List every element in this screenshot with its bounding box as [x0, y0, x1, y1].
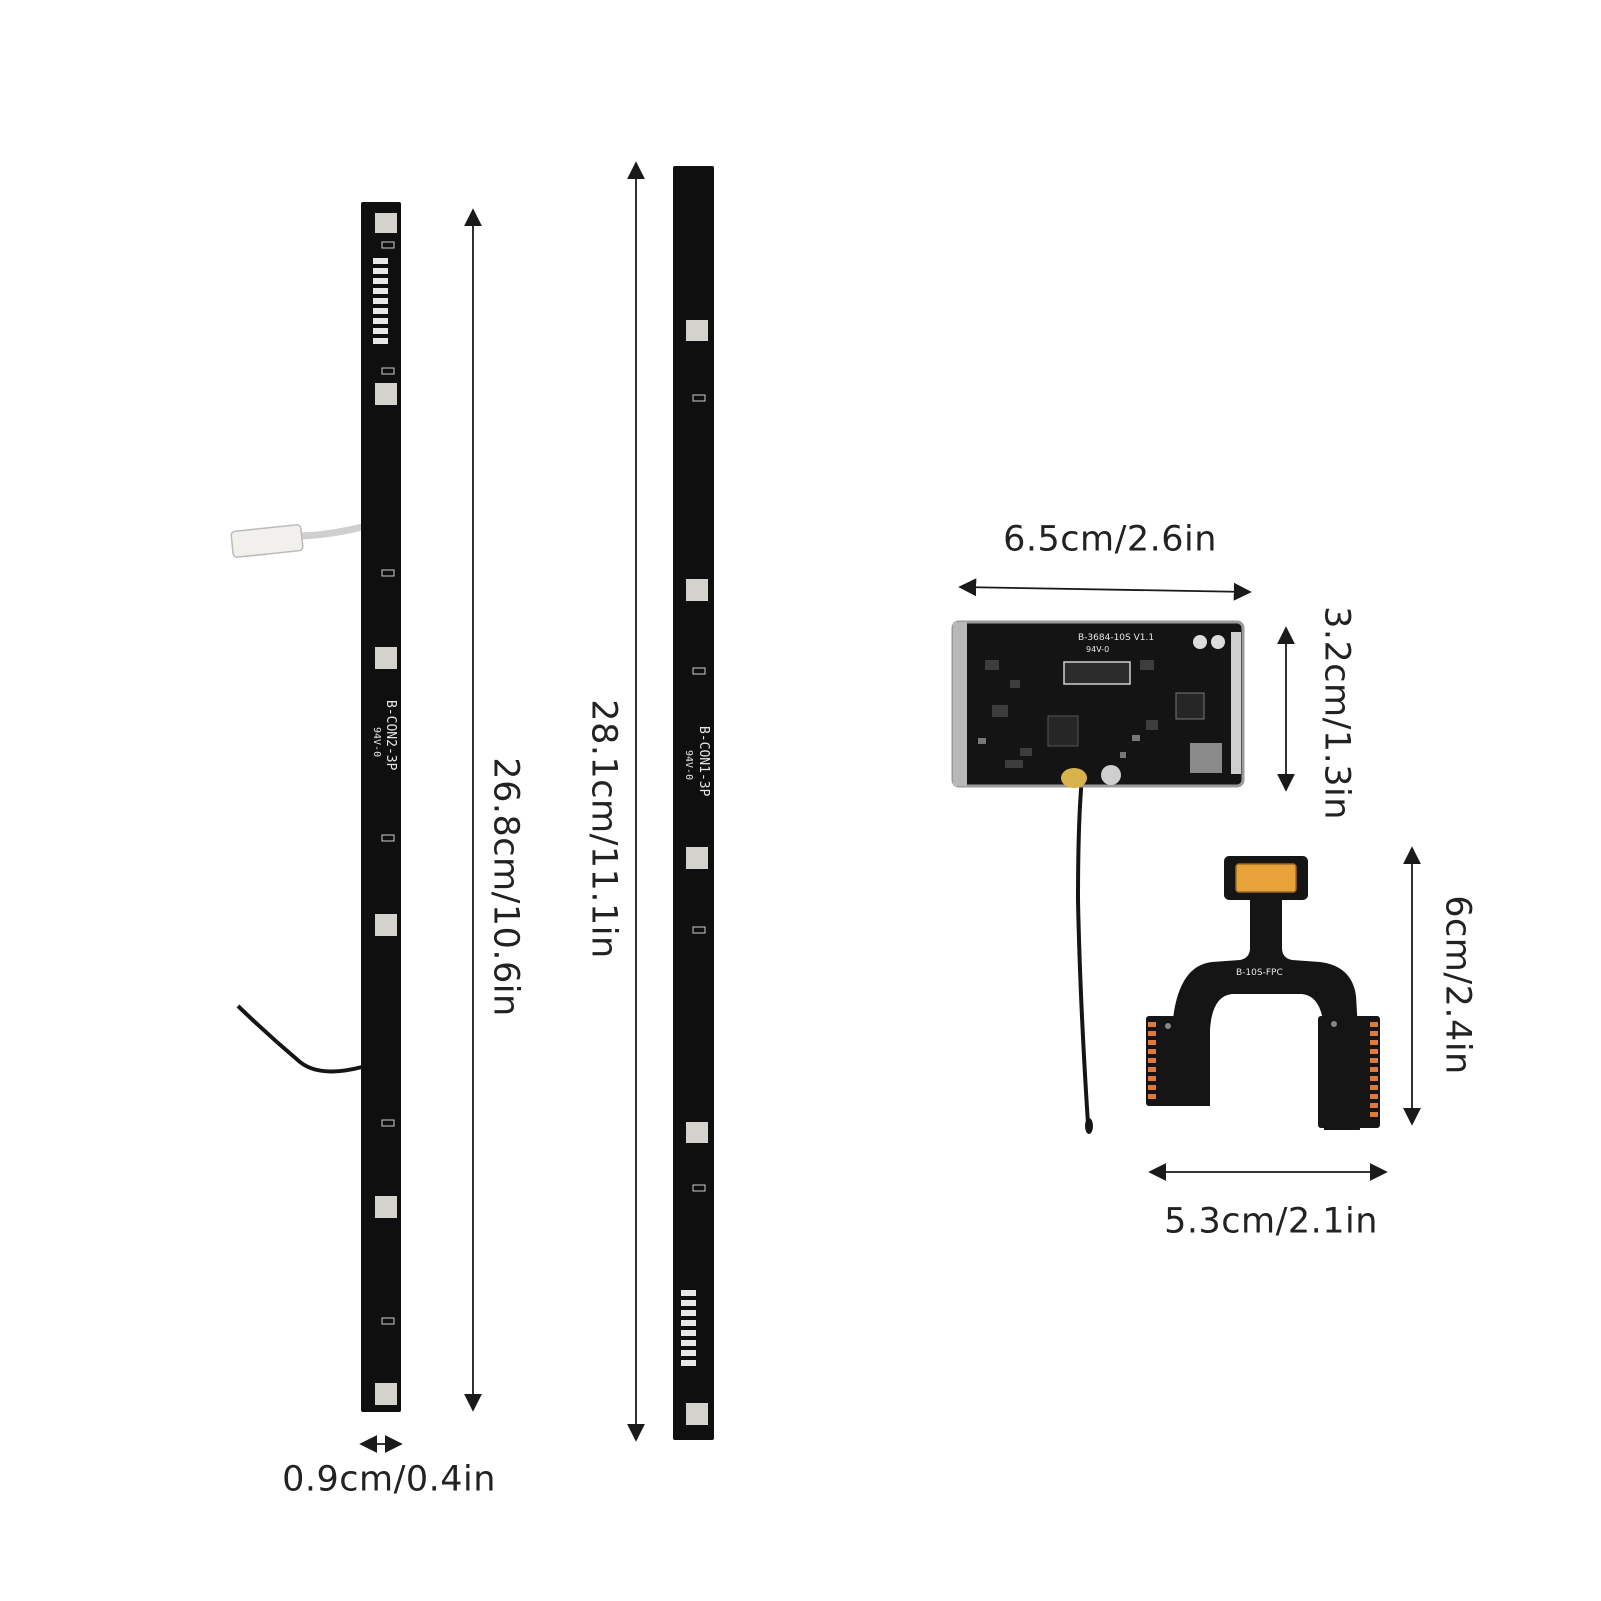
- bms-mosfet: [1175, 692, 1205, 720]
- fpc-width-label: 5.3cm/2.1in: [1164, 1201, 1378, 1242]
- right-strip-pad: [686, 320, 708, 341]
- bms-rating-label: 94V-0: [1086, 645, 1109, 654]
- left-strip-length-label: 26.8cm/10.6in: [485, 757, 526, 1017]
- thermistor-lead-bottom: [236, 1004, 363, 1074]
- fpc-connector: [1235, 863, 1297, 893]
- bms-mosfet: [1190, 743, 1222, 773]
- left-balance-strip: [230, 202, 401, 1412]
- bms-model-label: B-3684-10S V1.1: [1078, 633, 1154, 643]
- bms-width-arrow: [958, 578, 1252, 601]
- bms-capacitor: [1101, 765, 1121, 785]
- right-strip-length-label: 28.1cm/11.1in: [583, 699, 624, 959]
- strip-width-label: 0.9cm/0.4in: [282, 1459, 496, 1500]
- bms-terminal: [1193, 635, 1207, 649]
- bms-board: [951, 620, 1245, 1134]
- fpc-flex-cable: [1146, 856, 1380, 1130]
- left-strip-pad: [375, 1196, 397, 1218]
- thermistor-top-sensor: [230, 524, 304, 558]
- fpc-height-label: 6cm/2.4in: [1437, 895, 1478, 1075]
- right-balance-strip: [673, 166, 714, 1440]
- fpc-left-pads: [1148, 1022, 1156, 1099]
- left-strip-label: B-CON2-3P: [383, 700, 398, 771]
- left-strip-connector: [373, 258, 388, 344]
- bms-height-label: 3.2cm/1.3in: [1316, 606, 1357, 820]
- right-strip-pad: [686, 1122, 708, 1143]
- bms-terminal: [1211, 635, 1225, 649]
- left-strip-pad: [375, 383, 397, 405]
- bms-header-connector: [1063, 661, 1131, 685]
- right-strip-board: [673, 166, 714, 1440]
- right-strip-pad: [686, 579, 708, 601]
- bms-width-label: 6.5cm/2.6in: [1003, 519, 1217, 560]
- left-strip-board: [361, 202, 401, 1412]
- fpc-model-label: B-10S-FPC: [1236, 968, 1283, 978]
- right-strip-connector: [681, 1290, 696, 1366]
- right-strip-pad: [686, 1403, 708, 1425]
- bms-mcu-chip: [1047, 715, 1079, 747]
- left-strip-pad: [375, 647, 397, 669]
- left-strip-pad: [375, 213, 397, 233]
- right-strip-label: B-CON1-3P: [696, 726, 711, 797]
- left-strip-rating: 94V-0: [371, 727, 382, 757]
- left-strip-pad: [375, 1383, 397, 1405]
- fpc-right-pads: [1370, 1022, 1378, 1117]
- bms-thermistor-wire: [1075, 777, 1090, 1125]
- left-strip-pad: [375, 914, 397, 936]
- right-strip-pad: [686, 847, 708, 869]
- thermistor-lead-top: [299, 523, 363, 540]
- bms-thermistor-blob: [1061, 768, 1087, 788]
- right-strip-rating: 94V-0: [683, 750, 694, 780]
